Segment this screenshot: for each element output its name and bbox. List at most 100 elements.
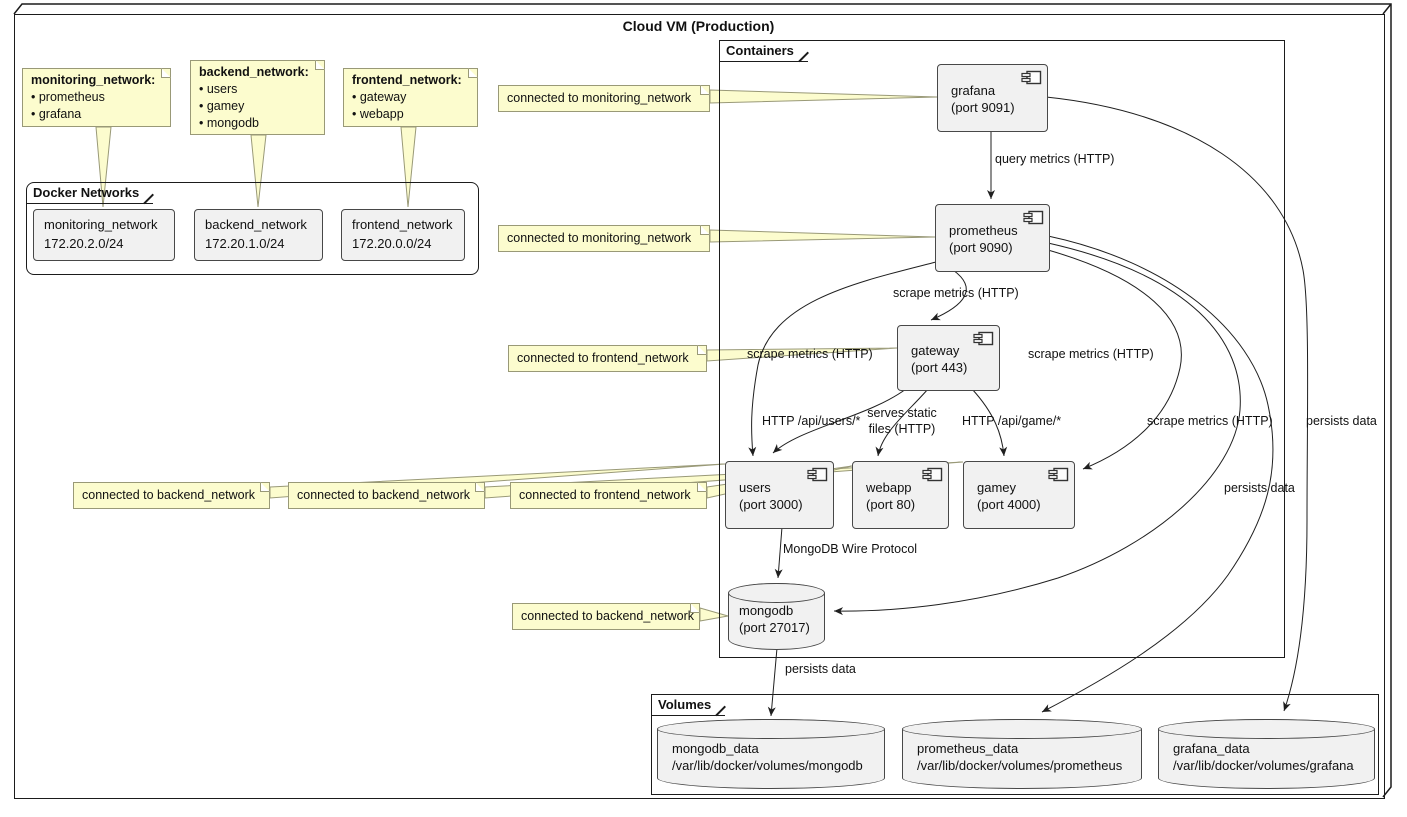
edge-grafana-grafanadata [1045, 96, 1309, 712]
container-name: gamey [977, 480, 1017, 495]
note-item: gamey [199, 98, 318, 115]
containers-frame-label: Containers [720, 41, 808, 62]
note-item: gateway [352, 89, 471, 106]
edge-prometheus-users [748, 261, 937, 457]
edge-prometheus-mongodb [833, 242, 1241, 616]
conn-note-mongodb: connected to backend_network [512, 603, 700, 630]
edge-label-scrape-gateway: scrape metrics (HTTP) [893, 286, 1019, 300]
edge-label-http-api-users: HTTP /api/users/* [762, 414, 861, 428]
conn-note-grafana: connected to monitoring_network [498, 85, 710, 112]
edge-prometheus-gamey [1047, 249, 1182, 470]
edge-label-query-metrics: query metrics (HTTP) [995, 152, 1115, 166]
container-port: (port 80) [866, 497, 916, 512]
volume-path: /var/lib/docker/volumes/prometheus [917, 758, 1123, 773]
docker-networks-frame-label: Docker Networks [27, 183, 154, 204]
note-pointer-prometheus [709, 229, 936, 243]
volumes-frame: Volumes [651, 694, 1379, 795]
component-icon [922, 467, 943, 482]
container-port: (port 27017) [739, 620, 810, 635]
component-gamey: gamey (port 4000) [963, 461, 1075, 529]
component-icon [807, 467, 828, 482]
note-pointer-backend-net [250, 134, 267, 208]
volumes-frame-label: Volumes [652, 695, 726, 716]
network-subnet: 172.20.0.0/24 [352, 236, 432, 251]
containers-frame: Containers [719, 40, 1285, 658]
conn-note-users: connected to backend_network [73, 482, 270, 509]
network-subnet: 172.20.1.0/24 [205, 236, 285, 251]
network-box-frontend: frontend_network 172.20.0.0/24 [341, 209, 465, 261]
edge-label-mongodb-wire: MongoDB Wire Protocol [783, 542, 918, 556]
edge-label-persists-prometheus: persists data [1224, 481, 1295, 495]
component-prometheus: prometheus (port 9090) [935, 204, 1050, 272]
network-name: backend_network [205, 217, 307, 232]
node-3d-edges [13, 3, 1392, 798]
edge-label-scrape-gamey: scrape metrics (HTTP) [1028, 347, 1154, 361]
component-icon [1021, 70, 1042, 85]
component-gateway: gateway (port 443) [897, 325, 1000, 391]
edge-label-persists-mongodb: persists data [785, 662, 856, 676]
note-pointer-grafana [709, 89, 938, 104]
component-webapp: webapp (port 80) [852, 461, 949, 529]
container-port: (port 4000) [977, 497, 1041, 512]
note-title: frontend_network: [352, 73, 462, 87]
component-icon [1023, 210, 1044, 225]
volume-name: prometheus_data [917, 741, 1019, 756]
volume-path: /var/lib/docker/volumes/grafana [1173, 758, 1354, 773]
note-item: grafana [31, 106, 164, 123]
edge-label-serves-static: serves static files (HTTP) [867, 406, 937, 436]
container-port: (port 9091) [951, 100, 1015, 115]
volume-prometheus-data: prometheus_data /var/lib/docker/volumes/… [902, 719, 1142, 789]
network-box-monitoring: monitoring_network 172.20.2.0/24 [33, 209, 175, 261]
volume-mongodb-data: mongodb_data /var/lib/docker/volumes/mon… [657, 719, 885, 789]
conn-note-prometheus: connected to monitoring_network [498, 225, 710, 252]
edge-label-persists-grafana: persists data [1306, 414, 1377, 428]
edge-gateway-gamey [971, 388, 1008, 457]
docker-networks-frame: Docker Networks [26, 182, 479, 275]
edge-label-http-api-game: HTTP /api/game/* [962, 414, 1062, 428]
edge-prometheus-gateway [930, 269, 967, 321]
container-port: (port 3000) [739, 497, 803, 512]
conn-note-gamey: connected to backend_network [288, 482, 485, 509]
note-frontend-network: frontend_network: gateway webapp [343, 68, 478, 127]
network-name: frontend_network [352, 217, 453, 232]
container-name: webapp [866, 480, 912, 495]
note-title: monitoring_network: [31, 73, 156, 87]
container-port: (port 443) [911, 360, 968, 375]
note-pointer-monitoring-net [95, 126, 112, 208]
conn-note-gateway: connected to frontend_network [508, 345, 707, 372]
edge-gateway-webapp [875, 388, 929, 457]
network-box-backend: backend_network 172.20.1.0/24 [194, 209, 323, 261]
edge-label-scrape-users: scrape metrics (HTTP) [747, 347, 873, 361]
component-icon [1048, 467, 1069, 482]
note-backend-network: backend_network: users gamey mongodb [190, 60, 325, 135]
note-item: users [199, 81, 318, 98]
note-item: mongodb [199, 115, 318, 132]
container-name: grafana [951, 83, 996, 98]
volume-name: mongodb_data [672, 741, 759, 756]
cloud-vm-node [14, 14, 1385, 799]
note-title: backend_network: [199, 65, 309, 79]
edge-prometheus-prometheusdata [1041, 235, 1274, 713]
note-pointer-mongodb [699, 607, 729, 622]
conn-note-webapp: connected to frontend_network [510, 482, 707, 509]
volume-name: grafana_data [1173, 741, 1250, 756]
container-port: (port 9090) [949, 240, 1013, 255]
note-item: webapp [352, 106, 471, 123]
edge-label-scrape-mongodb: scrape metrics (HTTP) [1147, 414, 1273, 428]
note-item: prometheus [31, 89, 164, 106]
note-pointer-frontend-net [400, 126, 417, 208]
component-icon [973, 331, 994, 346]
note-pointer-gateway [706, 347, 898, 362]
component-mongodb: mongodb (port 27017) [728, 583, 825, 650]
component-grafana: grafana (port 9091) [937, 64, 1048, 132]
container-name: users [739, 480, 771, 495]
container-name: prometheus [949, 223, 1018, 238]
container-name: gateway [911, 343, 960, 358]
arrows [748, 96, 1309, 717]
component-users: users (port 3000) [725, 461, 834, 529]
volume-path: /var/lib/docker/volumes/mongodb [672, 758, 863, 773]
note-monitoring-network: monitoring_network: prometheus grafana [22, 68, 171, 127]
edge-mongodb-mongodbdata [767, 647, 778, 717]
network-subnet: 172.20.2.0/24 [44, 236, 124, 251]
